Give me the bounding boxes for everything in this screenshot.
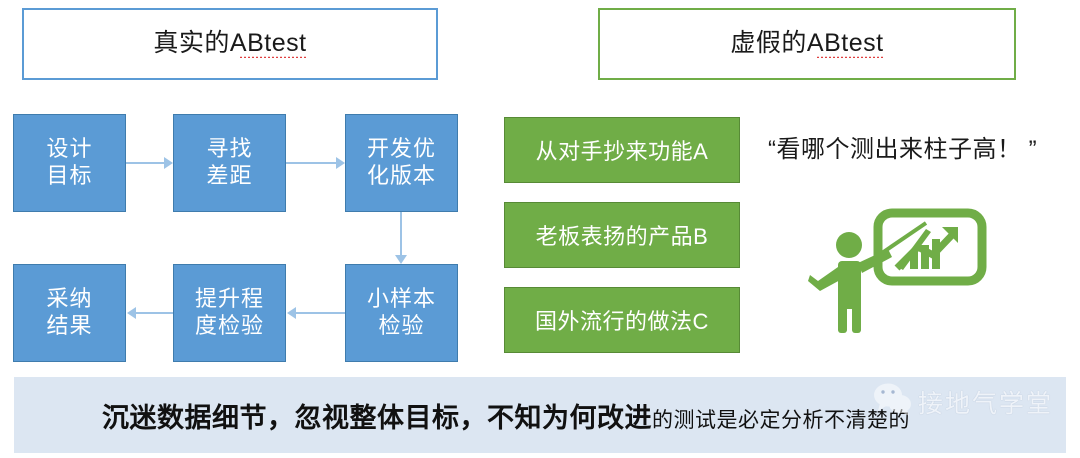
flow-step-find-gap[interactable]: 寻找 差距 <box>173 114 286 212</box>
arrow-develop-to-small-sample <box>394 212 408 265</box>
option-box-feature-a[interactable]: 从对手抄来功能A <box>504 117 740 183</box>
header-title-real: 真实的ABtest <box>153 23 306 59</box>
arrow-design-to-find <box>126 156 174 170</box>
header-box-fake: 虚假的ABtest <box>598 8 1016 80</box>
flow-step-small-sample-test[interactable]: 小样本 检验 <box>345 264 458 362</box>
presenter-chart-icon <box>802 205 992 337</box>
flow-step-improvement-test[interactable]: 提升程 度检验 <box>173 264 286 362</box>
arrow-small-sample-to-improvement <box>286 306 346 320</box>
header-box-real: 真实的ABtest <box>22 8 438 80</box>
quote-text: “看哪个测出来柱子高！ ” <box>768 136 1038 163</box>
banner-text: 沉迷数据细节，忽视整体目标，不知为何改进的测试是必定分析不清楚的 <box>14 396 910 435</box>
option-box-product-b[interactable]: 老板表扬的产品B <box>504 202 740 268</box>
flow-step-develop-version[interactable]: 开发优 化版本 <box>345 114 458 212</box>
header-title-fake: 虚假的ABtest <box>730 23 883 59</box>
bottom-banner: 沉迷数据细节，忽视整体目标，不知为何改进的测试是必定分析不清楚的 <box>14 377 1066 453</box>
arrow-find-to-develop <box>286 156 346 170</box>
arrow-improvement-to-adopt <box>126 306 174 320</box>
flow-step-adopt-result[interactable]: 采纳 结果 <box>13 264 126 362</box>
flow-step-design-goal[interactable]: 设计 目标 <box>13 114 126 212</box>
option-box-method-c[interactable]: 国外流行的做法C <box>504 287 740 353</box>
banner-text-normal: 的测试是必定分析不清楚的 <box>652 408 910 432</box>
banner-text-strong: 沉迷数据细节，忽视整体目标，不知为何改进 <box>102 402 652 433</box>
